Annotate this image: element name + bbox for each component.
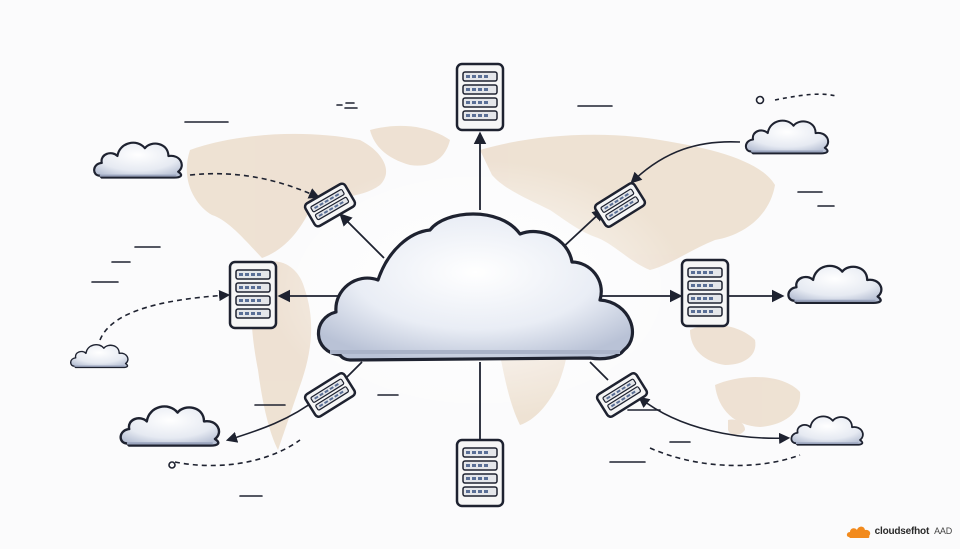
edge-link-lower-right xyxy=(638,396,791,444)
edge-links xyxy=(99,93,837,467)
brand-watermark: cloudsefhot AAD xyxy=(846,523,952,539)
server-left xyxy=(228,260,278,330)
watermark-suffix: AAD xyxy=(934,526,952,536)
edge-link-lower-left-2 xyxy=(174,439,301,467)
link-lower-right xyxy=(589,361,609,381)
link-upper-left xyxy=(339,213,385,259)
link-upper-right xyxy=(559,208,605,251)
server-top xyxy=(455,62,505,132)
cloud-lower-right xyxy=(790,415,864,446)
cloud-upper-right xyxy=(744,119,830,155)
cloud-left xyxy=(69,343,129,369)
edge-link-upper-right xyxy=(630,140,741,184)
server-bottom xyxy=(455,438,505,508)
cloud-right xyxy=(787,264,883,304)
edge-link-upper-left xyxy=(189,172,321,199)
cloud-upper-left xyxy=(93,141,183,179)
cloud-logo-icon xyxy=(846,526,870,538)
hub-connections xyxy=(277,131,785,440)
cloud-lower-left xyxy=(119,405,221,447)
central-cloud xyxy=(316,212,635,362)
edge-link-upper-right-2 xyxy=(774,93,837,101)
server-right xyxy=(680,258,730,328)
watermark-text: cloudsefhot xyxy=(874,525,930,537)
edge-link-lower-right-2 xyxy=(649,447,801,467)
edge-link-left xyxy=(99,289,231,341)
